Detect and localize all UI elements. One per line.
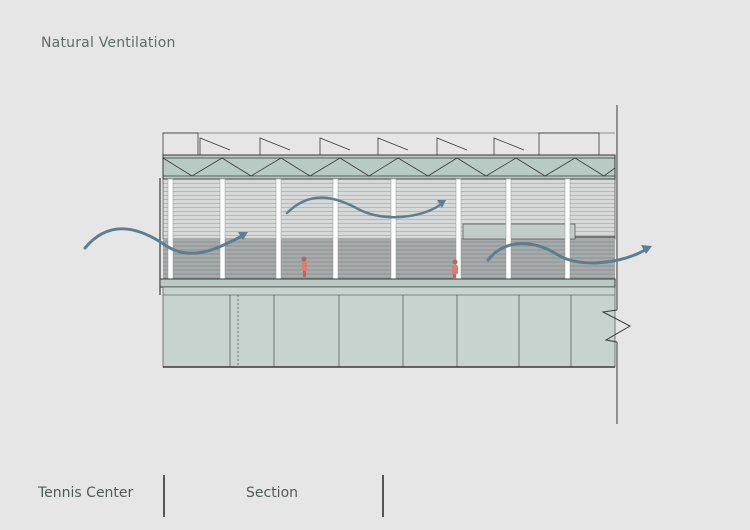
airflow-arrow-icon — [486, 242, 652, 265]
footer-divider — [382, 475, 384, 517]
drawing-type: Section — [246, 485, 299, 501]
project-name: Tennis Center — [38, 485, 134, 501]
roof-truss — [162, 154, 616, 180]
section-break-line — [601, 105, 632, 424]
upper-glazing-band — [462, 223, 576, 240]
roof-parapet — [162, 132, 615, 156]
airflow-arrow-icon — [83, 227, 248, 255]
structural-columns — [167, 178, 571, 280]
court-mesh-screen — [163, 239, 615, 279]
footer-divider — [163, 475, 165, 517]
floor-slab — [159, 278, 616, 288]
lower-facade-panels — [162, 286, 616, 368]
person-figure-icon — [301, 256, 307, 277]
airflow-arrow-icon — [285, 196, 446, 219]
page-title: Natural Ventilation — [41, 35, 176, 51]
person-figure-icon — [452, 259, 458, 279]
